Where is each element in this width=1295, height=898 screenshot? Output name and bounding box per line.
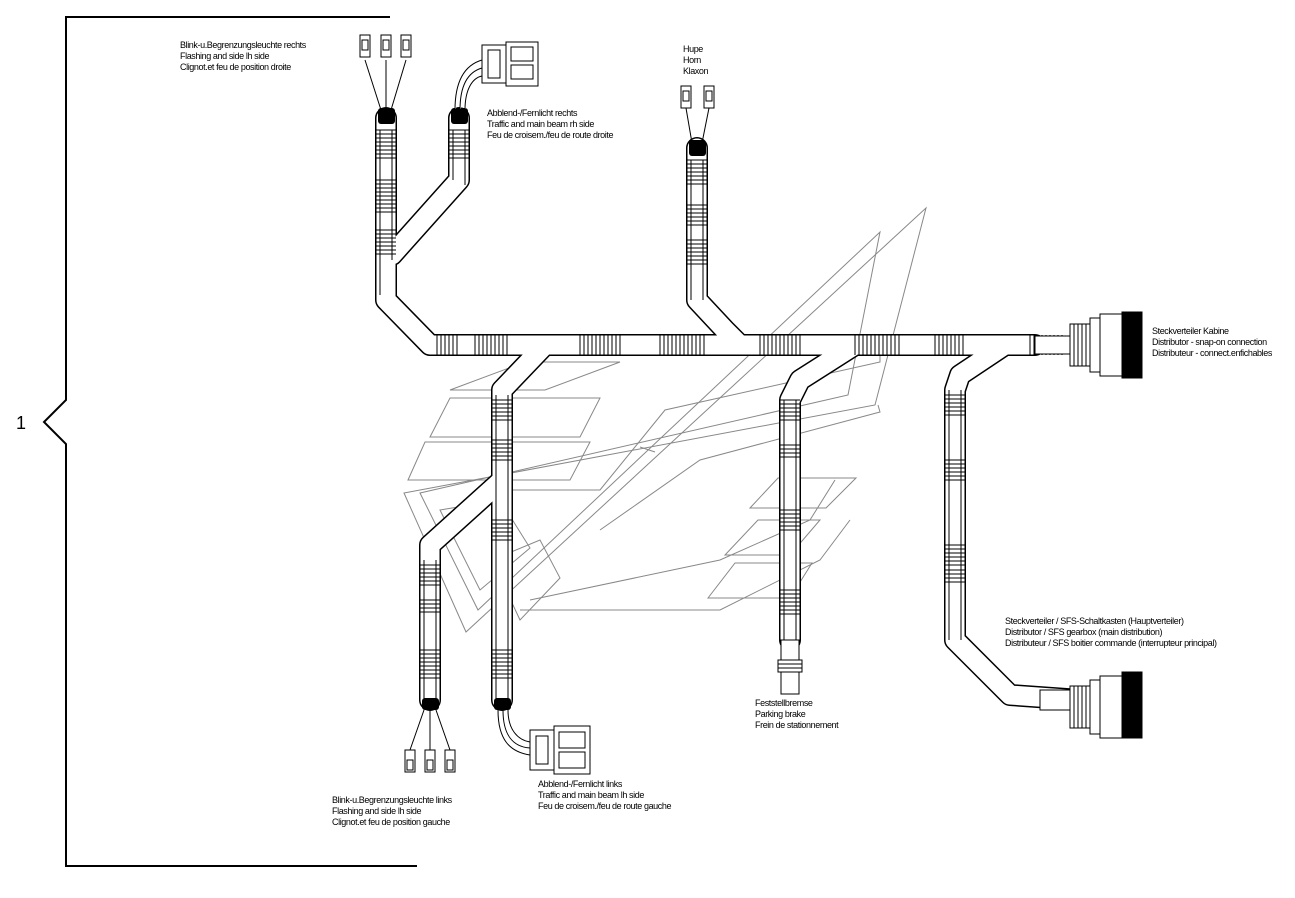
harness-cables xyxy=(375,107,1091,711)
label-line: Hupe xyxy=(683,44,703,54)
front-left-headlamp-plug xyxy=(497,709,591,775)
label-line: Parking brake xyxy=(755,709,806,719)
label-line: Traffic and main beam rh side xyxy=(487,119,594,129)
cab-round-connector xyxy=(1034,311,1143,379)
label-line: Blink-u.Begrenzungsleuchte rechts xyxy=(180,40,306,50)
label-line: Horn xyxy=(683,55,701,65)
label-line: Distributeur - connect.enfichables xyxy=(1152,348,1272,358)
front-left-flasher-terminals xyxy=(404,709,456,773)
label-line: Klaxon xyxy=(683,66,709,76)
label-line: Feu de croisem./feu de route droite xyxy=(487,130,614,140)
main-distributor-round-connector xyxy=(1039,671,1143,739)
label-line: Distributeur / SFS boitier commande (int… xyxy=(1005,638,1217,648)
horn-terminals xyxy=(680,85,715,144)
watermark-logo xyxy=(403,206,927,633)
label-line: Distributor / SFS gearbox (main distribu… xyxy=(1005,627,1163,637)
label-line: Distributor - snap-on connection xyxy=(1152,337,1267,347)
label-line: Traffic and main beam lh side xyxy=(538,790,644,800)
label-plug-distributor-cab: Steckverteiler Kabine Distributor - snap… xyxy=(1152,326,1272,359)
label-front-left-flasher: Blink-u.Begrenzungsleuchte links Flashin… xyxy=(332,795,452,828)
label-front-right-flasher: Blink-u.Begrenzungsleuchte rechts Flashi… xyxy=(180,40,306,73)
parking-brake-connector xyxy=(777,639,803,695)
cable-sleeve-ends xyxy=(378,108,706,710)
label-line: Clignot.et feu de position droite xyxy=(180,62,291,72)
front-right-flasher-terminals xyxy=(359,34,412,111)
label-line: Feu de croisem./feu de route gauche xyxy=(538,801,672,811)
label-line: Abblend-/Fernlicht links xyxy=(538,779,622,789)
label-front-right-headlamp: Abblend-/Fernlicht rechts Traffic and ma… xyxy=(487,108,613,141)
label-line: Steckverteiler Kabine xyxy=(1152,326,1229,336)
front-right-headlamp-plug xyxy=(454,41,539,111)
label-line: Flashing and side lh side xyxy=(180,51,270,61)
label-front-left-headlamp: Abblend-/Fernlicht links Traffic and mai… xyxy=(538,779,671,812)
label-line: Abblend-/Fernlicht rechts xyxy=(487,108,578,118)
label-horn: Hupe Horn Klaxon xyxy=(683,44,709,77)
label-line: Blink-u.Begrenzungsleuchte links xyxy=(332,795,452,805)
item-number: 1 xyxy=(16,413,27,433)
label-line: Steckverteiler / SFS-Schaltkasten (Haupt… xyxy=(1005,616,1184,626)
label-parking-brake: Feststellbremse Parking brake Frein de s… xyxy=(755,698,839,731)
label-main-distributor: Steckverteiler / SFS-Schaltkasten (Haupt… xyxy=(1005,616,1217,649)
label-line: Frein de stationnement xyxy=(755,720,839,730)
label-line: Flashing and side lh side xyxy=(332,806,422,816)
label-line: Clignot.et feu de position gauche xyxy=(332,817,450,827)
label-line: Feststellbremse xyxy=(755,698,813,708)
item-bracket xyxy=(42,16,417,867)
